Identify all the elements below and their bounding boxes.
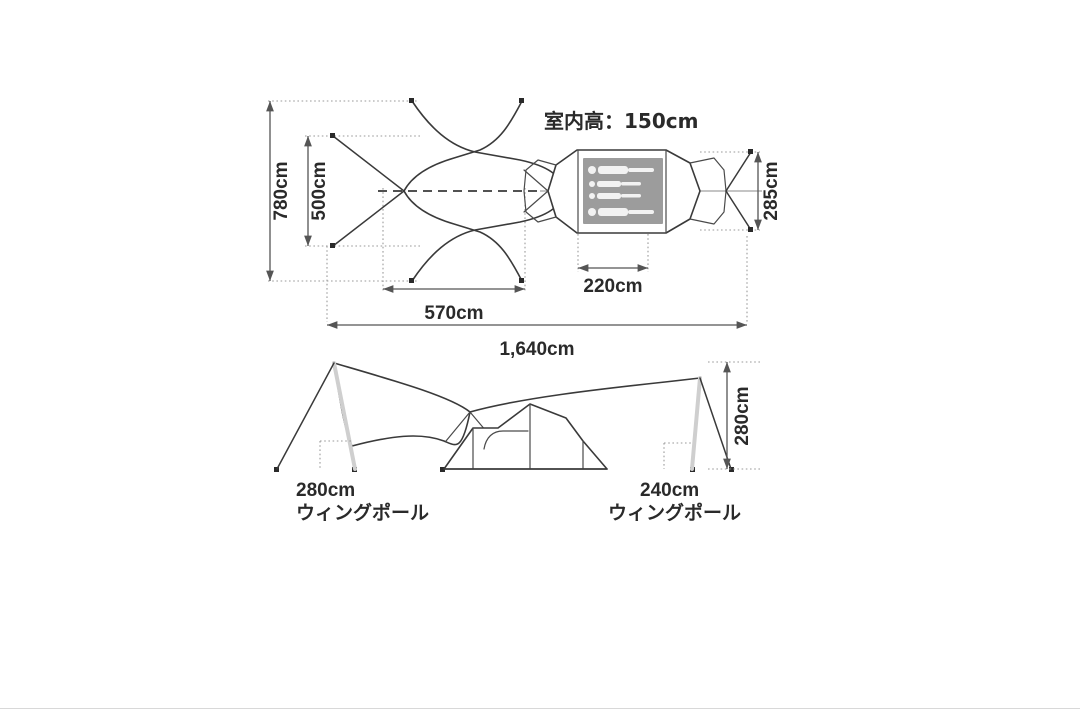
dimension-220: 220cm — [578, 264, 648, 297]
right-pole-kind-label: ウィングポール — [608, 501, 741, 524]
dimension-1640-label: 1,640cm — [499, 339, 574, 360]
inner-height-note: 室内高：150cm — [544, 109, 698, 133]
rear-guylines — [725, 149, 753, 232]
dimension-780-label: 780cm — [271, 161, 292, 220]
tarp-pegs — [330, 98, 524, 283]
tarp-side-outline — [333, 362, 701, 413]
dimension-780: 780cm — [266, 101, 292, 281]
left-wing-pole — [332, 361, 357, 471]
dimension-280-height-label: 280cm — [732, 386, 753, 445]
dimension-500-label: 500cm — [309, 161, 330, 220]
side-view-group: 280cm 280cm ウィングポール 240cm ウィングポール — [274, 361, 760, 524]
dimension-285: 285cm — [754, 152, 782, 230]
tent-side-body — [443, 403, 608, 470]
dimension-280-height: 280cm — [708, 361, 760, 470]
dimension-570: 570cm — [383, 285, 525, 324]
inner-tent-panel — [583, 158, 663, 224]
dimension-285-label: 285cm — [761, 161, 782, 220]
left-guyline — [276, 362, 335, 470]
tarp-side-lower-edge — [333, 362, 471, 447]
right-wing-pole — [690, 376, 702, 471]
left-pole-length-label: 280cm — [296, 480, 355, 501]
top-view-group: 780cm 500cm 285cm 220cm 570cm — [266, 98, 782, 360]
right-pole-length-label: 240cm — [640, 480, 699, 501]
sleeping-figures — [588, 166, 654, 216]
left-pole-kind-label: ウィングポール — [296, 501, 429, 524]
left-pole-bracket — [319, 440, 352, 469]
right-pole-bracket — [663, 442, 692, 469]
dimension-1640: 1,640cm — [327, 321, 747, 360]
dimension-500: 500cm — [304, 136, 330, 246]
dimension-220-label: 220cm — [583, 276, 642, 297]
tarp-guylines — [332, 100, 413, 247]
dimension-570-label: 570cm — [424, 303, 483, 324]
